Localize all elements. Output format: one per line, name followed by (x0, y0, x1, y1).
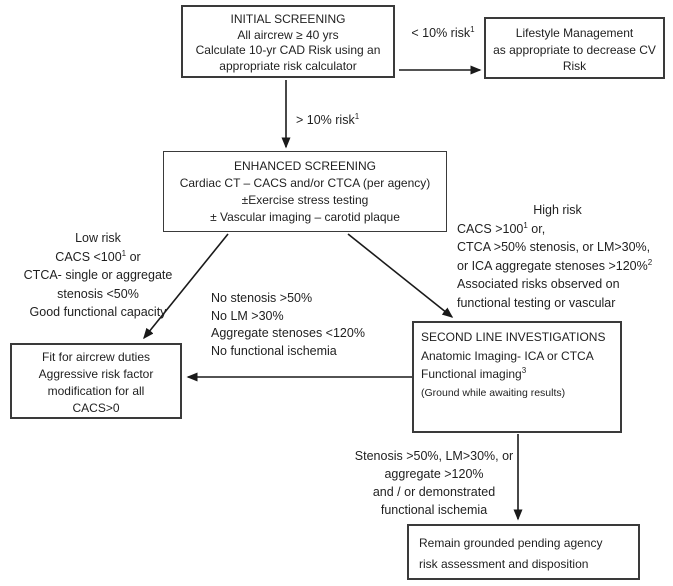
box-line: ENHANCED SCREENING (233, 159, 377, 173)
box-line: appropriate risk calculator (219, 58, 357, 73)
box-line: Aggressive risk factor (38, 367, 154, 381)
label-line: Stenosis >50%, LM>30%, or (354, 449, 514, 463)
box-line: risk assessment and disposition (419, 557, 589, 571)
label-line: Low risk (75, 231, 121, 245)
box-line: INITIAL SCREENING (230, 12, 346, 26)
label-line: < 10% risk1 (402, 24, 484, 40)
label-line: functional ischemia (380, 503, 488, 517)
text-segment: CACS >100 (457, 221, 524, 236)
box-line: Calculate 10-yr CAD Risk using an (195, 43, 381, 57)
label-line: > 10% risk1 (296, 111, 360, 127)
box-second-line-investigations: SECOND LINE INVESTIGATIONS Anatomic Imag… (412, 321, 622, 433)
box-enhanced-screening: ENHANCED SCREENING Cardiac CT – CACS and… (163, 151, 447, 232)
label-line: Good functional capacity (29, 305, 167, 319)
label-line: and / or demonstrated (372, 485, 496, 499)
box-line: as appropriate to decrease CV (493, 42, 656, 57)
superscript: 1 (523, 220, 528, 230)
label-line: CACS <1001 or (0, 248, 196, 267)
label-low-risk-criteria: Low risk CACS <1001 or CTCA- single or a… (0, 229, 196, 322)
box-line-note: (Ground while awaiting results) (421, 386, 566, 399)
box-initial-screening: INITIAL SCREENING All aircrew ≥ 40 yrs C… (181, 5, 395, 78)
superscript: 1 (354, 111, 360, 121)
label-high-risk-criteria: High risk CACS >1001 or, CTCA >50% steno… (450, 201, 665, 312)
label-positive-findings: Stenosis >50%, LM>30%, or aggregate >120… (344, 447, 524, 519)
box-line: modification for all (47, 384, 145, 398)
text-segment: or ICA aggregate stenoses >120% (457, 258, 648, 273)
box-line: ±Exercise stress testing (241, 193, 369, 207)
superscript: 3 (521, 366, 527, 375)
label-line: CACS >1001 or, (450, 220, 665, 239)
box-line: Lifestyle Management (515, 26, 634, 40)
box-line: Remain grounded pending agency (419, 536, 603, 550)
superscript: 1 (470, 24, 475, 34)
label-line: Aggregate stenoses <120% (211, 326, 365, 340)
superscript: 1 (121, 248, 127, 258)
label-line: No functional ischemia (211, 343, 337, 358)
box-line: ± Vascular imaging – carotid plaque (210, 210, 400, 224)
label-line: functional testing or vascular (457, 295, 616, 310)
label-under-10pct-risk: < 10% risk1 (402, 24, 484, 40)
label-line: Associated risks observed on (457, 277, 620, 291)
box-line: All aircrew ≥ 40 yrs (237, 27, 339, 42)
label-negative-findings: No stenosis >50% No LM >30% Aggregate st… (211, 290, 365, 360)
box-line: SECOND LINE INVESTIGATIONS (421, 330, 606, 344)
label-over-10pct-risk: > 10% risk1 (296, 111, 360, 127)
superscript: 2 (647, 257, 653, 267)
text-segment: or, (527, 221, 546, 236)
box-lifestyle-management: Lifestyle Management as appropriate to d… (484, 17, 665, 79)
label-line: aggregate >120% (384, 467, 484, 481)
box-line: Risk (562, 59, 587, 73)
text-segment: Functional imaging (421, 367, 522, 381)
box-remain-grounded: Remain grounded pending agency risk asse… (407, 524, 640, 580)
box-line: CACS>0 (72, 401, 120, 415)
box-line: Cardiac CT – CACS and/or CTCA (per agenc… (179, 176, 431, 190)
box-fit-for-duties: Fit for aircrew duties Aggressive risk f… (10, 343, 182, 419)
label-line: CTCA >50% stenosis, or LM>30%, (457, 240, 651, 254)
text-segment: < 10% risk (411, 26, 471, 40)
box-line: Functional imaging3 (421, 365, 620, 384)
text-segment: CACS <100 (55, 249, 122, 264)
text-segment: or (126, 249, 141, 264)
label-line: No LM >30% (211, 308, 284, 323)
label-line: High risk (533, 203, 582, 217)
label-line: stenosis <50% (57, 286, 139, 301)
box-line: Fit for aircrew duties (41, 350, 151, 364)
label-line: No stenosis >50% (211, 291, 313, 305)
label-line: or ICA aggregate stenoses >120%2 (450, 257, 665, 276)
box-line: Anatomic Imaging- ICA or CTCA (421, 348, 594, 363)
text-segment: > 10% risk (296, 113, 355, 127)
label-line: CTCA- single or aggregate (23, 268, 173, 282)
